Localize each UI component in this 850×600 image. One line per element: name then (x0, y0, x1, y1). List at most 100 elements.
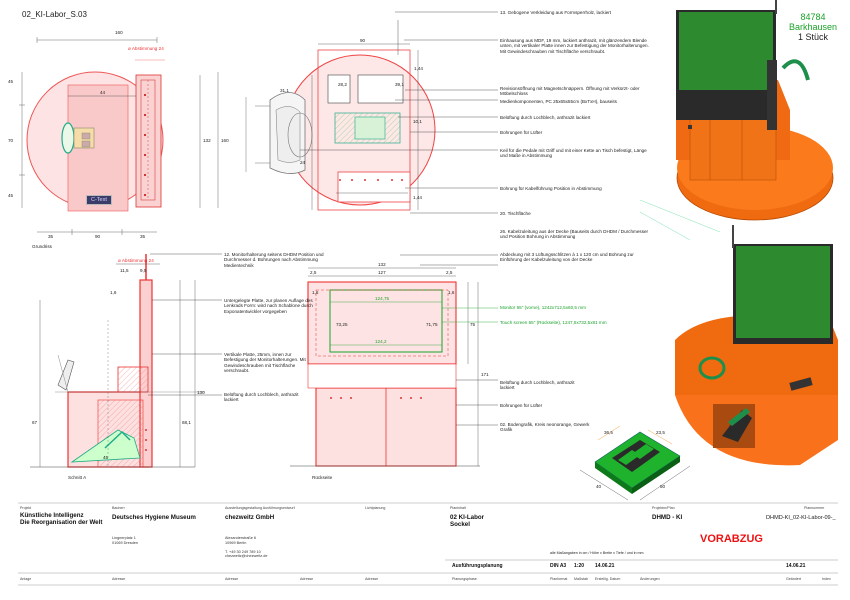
tb-label-planinhalt: Planinhalt (450, 506, 466, 510)
tb-date-2: 14.06.21 (786, 563, 806, 569)
tb-label-projekt: Projekt (20, 506, 32, 510)
dim-plan-35b: 35 (140, 234, 146, 239)
rear-view (290, 254, 498, 467)
tb-label-planungsphase: Planungsphase (452, 577, 477, 581)
note-11: Abdeckung mit 3 Lüftungsschlitzen à 1 x … (500, 252, 634, 263)
dim-det-10: 10,1 (413, 119, 422, 124)
render-bottom (675, 225, 838, 466)
view-label-plan: Grundriss (32, 244, 52, 249)
tb-format: DIN A3 (550, 563, 567, 569)
dim-rear-12475: 124,75 (375, 296, 390, 301)
note-18: 02. Bodengrafik, Kreis neonorange, Gewer… (500, 422, 590, 433)
tb-label-adresse-2: Adresse (225, 577, 239, 581)
tb-project-number: DHMD - KI (652, 514, 683, 521)
dim-rear-75: 75 (470, 322, 476, 327)
dim-det-31: 31,1 (280, 88, 289, 93)
tb-label-lichtplanung: Lichtplanung (365, 506, 386, 510)
dim-sec-130: 130 (197, 390, 205, 395)
pedal-wedge-iso (579, 425, 691, 501)
note-5: Belüftung durch Lochblech, anthrazit lac… (500, 115, 591, 120)
dim-sec-95: 9,5 (140, 268, 147, 273)
product-block: 84784 Barkhausen 1 Stück (782, 12, 844, 42)
dim-det-90: 90 (360, 38, 366, 43)
dim-plan-abstimmung: ø Abstimmung 24 (128, 46, 164, 51)
plan-view (19, 37, 219, 235)
plan-tag: C-Text (86, 195, 112, 205)
tb-label-anlage: Anlage (20, 577, 32, 581)
dim-iso-50: 50 (660, 484, 666, 489)
dim-rear-16b: 1,6 (448, 290, 455, 295)
dim-sec-abstimmung: ø Abstimmung 24 (118, 258, 154, 263)
note-8: Bohrung für Kabelführung Position in Abs… (500, 186, 602, 191)
tb-designer: chezweitz GmbH (225, 514, 275, 521)
render-top (676, 0, 834, 221)
note-3: Revisionsöffnung mit Magnetschnäppern. Ö… (500, 86, 640, 97)
tb-label-ausfuehrung: Ausstellungsgestaltung Ausführungsentwur… (225, 506, 295, 510)
note-7: Keil für die Pedale mit Griff und mit ei… (500, 148, 647, 159)
tb-label-geaendert: Geändert (786, 577, 801, 581)
dim-plan-160: 160 (115, 30, 123, 35)
title-block-grid (18, 502, 838, 586)
note-touchscreen: Touch screen 65" (Rückseite), 1247,5x732… (500, 320, 607, 325)
dim-rear-7175: 71,75 (426, 322, 438, 327)
dim-sec-115: 11,5 (120, 268, 129, 273)
tb-label-adresse-4: Adresse (365, 577, 379, 581)
dim-rear-16a: 1,6 (312, 290, 319, 295)
dim-iso-235: 23,5 (656, 430, 665, 435)
note-16: Belüftung durch Lochblech, anthrazit lac… (500, 380, 575, 391)
dim-det-24: 24 (300, 160, 306, 165)
note-10: 26. Kabelzuleitung aus der Decke (Bausei… (500, 229, 649, 240)
note-monitor: Monitor 65" (vorne), 1242x712,5x60,5 mm (500, 305, 586, 310)
tb-project: Künstliche Intelligenz Die Reorganisatio… (20, 512, 103, 526)
dim-plan-44: 44 (100, 90, 106, 95)
note-1: 13. Gebogene Verkleidung aus Formsperrho… (500, 10, 612, 15)
tb-label-massstab: Maßstab (574, 577, 588, 581)
view-label-rear: Rückseite (312, 475, 333, 480)
dim-sec-67: 67 (32, 420, 38, 425)
sheet-title: 02_KI-Labor_S.03 (22, 10, 87, 19)
view-label-section-a: Schnitt A (68, 475, 87, 480)
tb-designer-address: Alexanderstraße 6 10969 Berlin T. +49 30… (225, 536, 268, 559)
dim-det-144b: 1,44 (413, 195, 422, 200)
note-13: Untergelegte Platte, zur planen Auflage … (224, 298, 313, 314)
dim-iso-40: 40 (596, 484, 602, 489)
tb-label-bauherr: Bauherr (112, 506, 125, 510)
product-quantity: 1 Stück (797, 32, 828, 42)
stamp-vorabzug: VORABZUG (700, 533, 763, 545)
tb-label-index: Index (822, 577, 831, 581)
tb-label-planformat: Planformat (550, 577, 568, 581)
tb-phase: Ausführungsplanung (452, 563, 503, 569)
tb-note: alle Maßangaben in cm / Höhe x Breite x … (550, 551, 644, 555)
dim-det-144a: 1,44 (414, 66, 423, 71)
section-a-view (30, 253, 222, 468)
note-4: Medienkomponenten, PC 25x65x55cm (BxTxH)… (500, 99, 617, 104)
tb-label-adresse-3: Adresse (300, 577, 314, 581)
tb-label-aenderungen: Änderungen (640, 577, 660, 581)
dim-plan-45b: 45 (8, 193, 14, 198)
dim-sec-16: 1,6 (110, 290, 117, 295)
detail-plan-view (245, 11, 498, 214)
tb-label-adresse-1: Adresse (112, 577, 126, 581)
dim-plan-35a: 35 (48, 234, 54, 239)
dim-det-28: 28,2 (338, 82, 347, 87)
dim-sec-68: 68,1 (182, 420, 191, 425)
product-number: 84784 (800, 12, 826, 22)
note-15: Belüftung durch Lochblech, anthrazit lac… (224, 392, 299, 403)
tb-label-projektnr: Projektnr/Plan (652, 506, 675, 510)
dim-iso-365: 36,5 (604, 430, 613, 435)
note-2: Einhausung aus MDF, 19 mm, lackiert anth… (500, 38, 649, 54)
tb-label-plannummer: Plannummer (804, 506, 825, 510)
note-17: Bohrungen für Lüfter (500, 403, 543, 408)
tb-plan-number: DHMD-KI_02-KI-Labor-09-_ (766, 515, 836, 521)
dim-rear-25a: 2,5 (310, 270, 317, 275)
tb-content: 02 KI-Labor Sockel (450, 514, 485, 528)
dim-rear-7325: 73,25 (336, 322, 348, 327)
dim-rear-171: 171 (481, 372, 489, 377)
note-9: 20. Tischfläche (500, 211, 531, 216)
dim-rear-1242: 124,2 (375, 339, 387, 344)
tb-scale: 1:20 (574, 563, 585, 569)
dim-rear-25b: 2,5 (446, 270, 453, 275)
note-6: Bohrungen für Lüfter (500, 130, 543, 135)
product-location: Barkhausen (788, 22, 838, 32)
